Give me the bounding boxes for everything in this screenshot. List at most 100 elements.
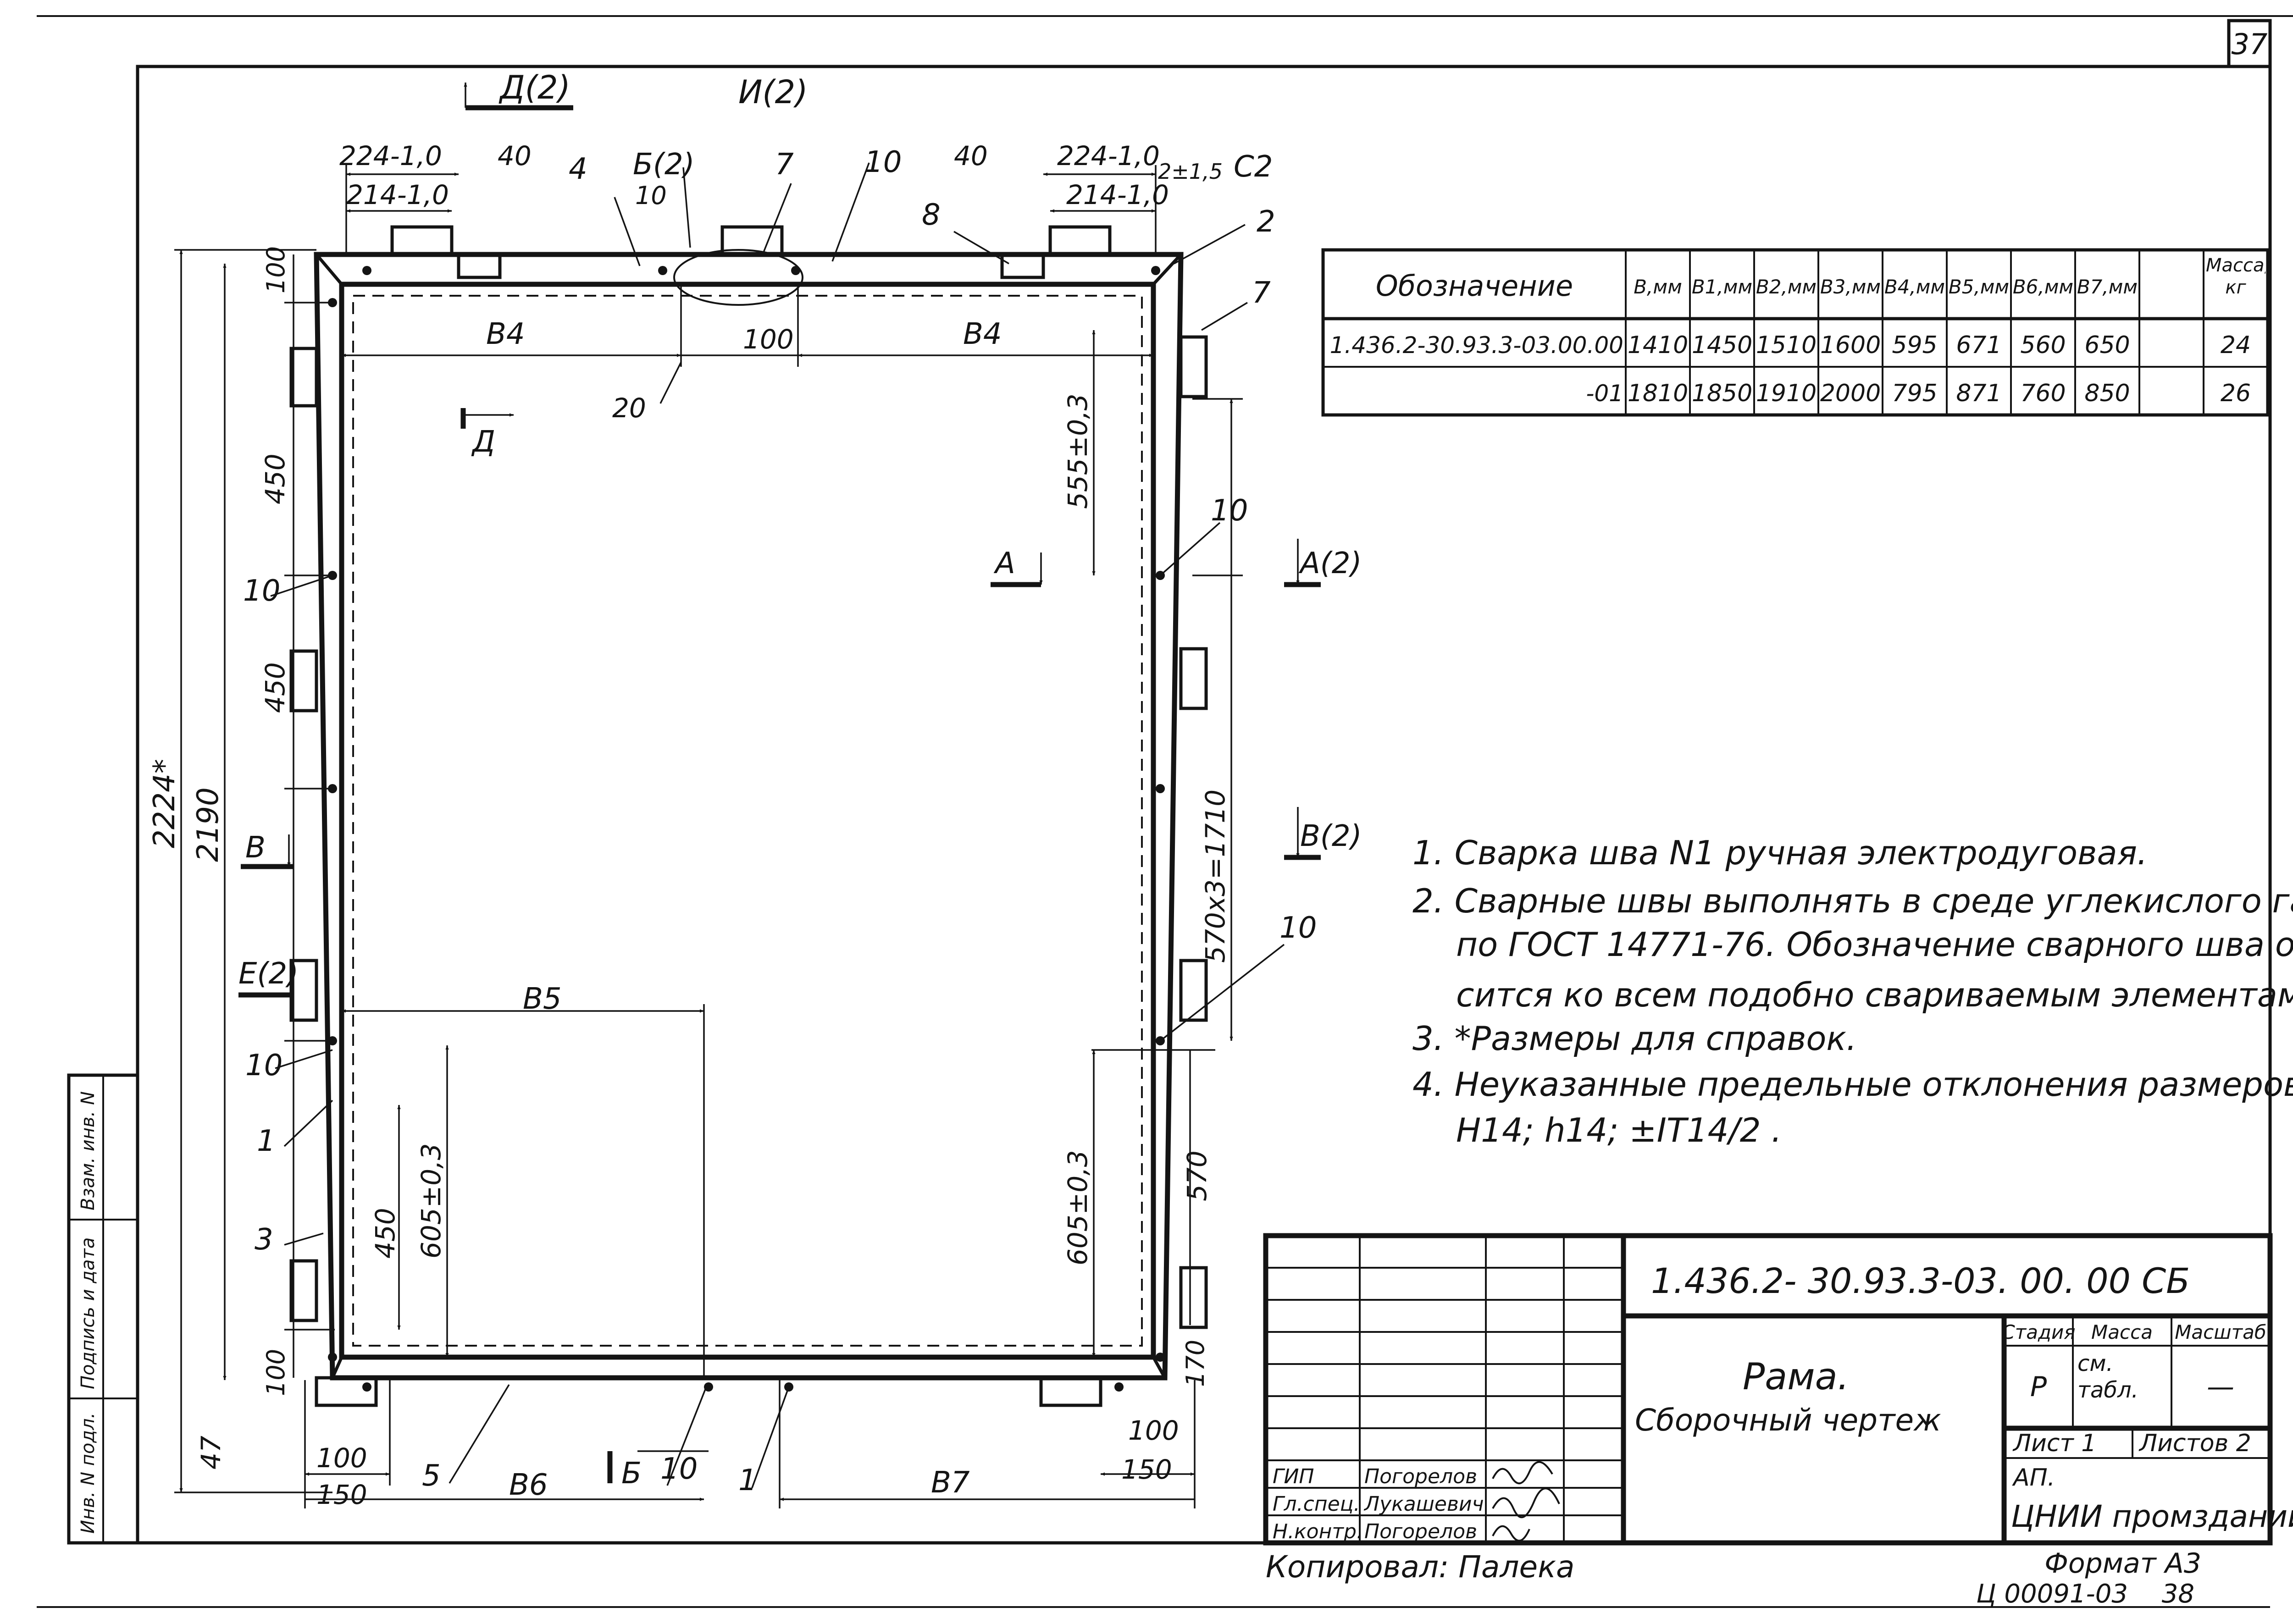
technical-notes: 1. Сварка шва N1 ручная электродуговая. … [1412,834,2293,1149]
dim-b5: B5 [523,982,562,1016]
dim-b7: B7 [931,1466,970,1500]
name-norm-control: Погорелов [1364,1520,1477,1543]
dim-214-left: 214-1,0 [346,179,449,210]
copied-by: Копировал: Палека [1266,1549,1574,1585]
left-clip [289,959,318,1022]
pos-10-bottom: 10 [660,1452,698,1486]
frame-inner-contour [339,282,1156,1360]
dim-570: 570 [1181,1150,1213,1201]
doc-title: Рама. [1743,1355,1849,1398]
spec-row1-b2: 1510 [1756,331,1817,359]
signature-chief-spec [1492,1487,1560,1519]
left-clip [289,1259,318,1322]
spec-header-b5: B5,мм [1949,276,2009,298]
pos-2: 2 [1257,205,1275,239]
spec-row2-b1: 1850 [1692,380,1752,407]
callout-d2: Д(2) [498,69,570,106]
doc-subtitle: Сборочный чертеж [1635,1403,1941,1438]
spec-row1-b7: 650 [2084,331,2130,359]
title-block: 1.436.2- 30.93.3-03. 00. 00 СБ Рама. Сбо… [1263,1233,2293,1546]
dimension-lines [174,83,1321,1508]
left-clip [289,347,318,408]
spec-table: Обозначение B,мм B1,мм B2,мм B3,мм B4,мм… [1321,248,2270,417]
pos-7-top: 7 [775,148,794,182]
right-clip [1179,335,1208,398]
name-chief-spec: Лукашевич [1363,1492,1484,1516]
left-stamp: Инв. N подл. Подпись и дата Взам. инв. N [67,1073,139,1545]
spec-header-b2: B2,мм [1756,276,1817,298]
dim-b6: B6 [509,1468,548,1502]
bottom-clip [315,1376,378,1407]
callout-v: В [245,831,266,865]
stamp-sign-label: Подпись и дата [78,1237,99,1389]
spec-header-b6: B6,мм [2013,276,2073,298]
dim-2224: 2224* [148,759,182,848]
dim-555: 555±0,3 [1062,393,1093,509]
doc-code: 1.436.2- 30.93.3-03. 00. 00 СБ [1651,1260,2190,1301]
bottom-clip [1039,1376,1102,1407]
dim-214-right: 214-1,0 [1066,179,1169,210]
dim-40-right: 40 [954,140,988,171]
callout-b2: Б(2) [633,148,695,182]
spec-header-mass: Масса, кг [2206,255,2265,298]
stage-label: Стадия [2001,1321,2075,1343]
sheets-label: Листов 2 [2138,1430,2251,1457]
spec-row1-b4: 595 [1892,331,1937,359]
spec-header-b4: B4,мм [1884,276,1945,298]
note-line-5: 3. *Размеры для справок. [1412,1019,1857,1058]
archive-number: Ц 00091-03 [1976,1579,2128,1609]
footer: Копировал: Палека Формат А3 Ц 00091-03 3… [1266,1547,2201,1609]
scale-label: Масштаб [2175,1321,2266,1343]
dim-224-right: 224-1,0 [1057,140,1160,171]
right-clip [1179,647,1208,710]
mass-value-wrap: см. табл. [2077,1351,2138,1403]
pos-10-top: 10 [864,145,902,179]
mass-label: Масса [2091,1321,2153,1343]
dim-100-bottom-right: 100 [1128,1415,1179,1446]
top-clip [390,225,454,256]
signature-norm-control [1492,1525,1530,1542]
dim-b4-left: B4 [486,317,525,351]
spec-row1-mass: 24 [2221,331,2251,359]
dim-150-bottom-right: 150 [1121,1454,1172,1485]
drawing-labels: Д(2) И(2) Б(2) С2 Д А А(2) В В(2) Е(2) Б… [148,69,1362,1510]
spec-row1-b1: 1450 [1692,331,1752,359]
dim-570x3: 570x3=1710 [1200,790,1231,963]
pos-3: 3 [255,1223,273,1257]
dim-20: 20 [612,392,646,424]
spec-row1-b6: 560 [2020,331,2066,359]
signature-gip [1492,1461,1553,1485]
top-plate [457,253,502,279]
dim-605-left: 605±0,3 [415,1143,447,1259]
right-clip [1179,959,1208,1022]
note-line-6: 4. Неуказанные предельные отклонения раз… [1412,1065,2293,1104]
org-name: ЦНИИ промзданий [2011,1499,2293,1534]
stamp-replace-label: Взам. инв. N [78,1091,99,1210]
spec-row1-designation: 1.436.2-30.93.3-03.00.00 [1330,332,1623,359]
dim-224-left: 224-1,0 [339,140,442,171]
dim-100-top: 100 [743,324,794,355]
spec-header-mass-wrap: Масса, кг [2206,255,2265,298]
name-gip: Погорелов [1364,1465,1477,1488]
spec-header-b7: B7,мм [2077,276,2138,298]
pos-4: 4 [569,152,587,186]
callout-e2: Е(2) [238,957,299,991]
pos-10-left-b: 10 [245,1049,282,1083]
spec-row2-b7: 850 [2084,380,2130,407]
dim-47: 47 [195,1436,227,1469]
note-line-1: 1. Сварка шва N1 ручная электродуговая. [1412,834,2148,872]
spec-header-b1: B1,мм [1692,276,1752,298]
dim-10-top: 10 [635,181,667,210]
spec-row2-b5: 871 [1956,380,2001,407]
frame-hidden-line [352,295,1143,1347]
top-clip [720,225,784,256]
dim-100-left-top: 100 [261,246,290,293]
spec-row2-b2: 1910 [1756,380,1817,407]
dim-450-left-c: 450 [370,1208,401,1259]
note-line-2: 2. Сварные швы выполнять в среде углекис… [1412,882,2293,920]
pos-10-right-a: 10 [1211,494,1248,528]
pos-10-left-a: 10 [243,574,280,608]
callout-a: А [993,547,1015,580]
dim-150-bottom-left: 150 [316,1479,367,1510]
top-plate [1000,253,1045,279]
